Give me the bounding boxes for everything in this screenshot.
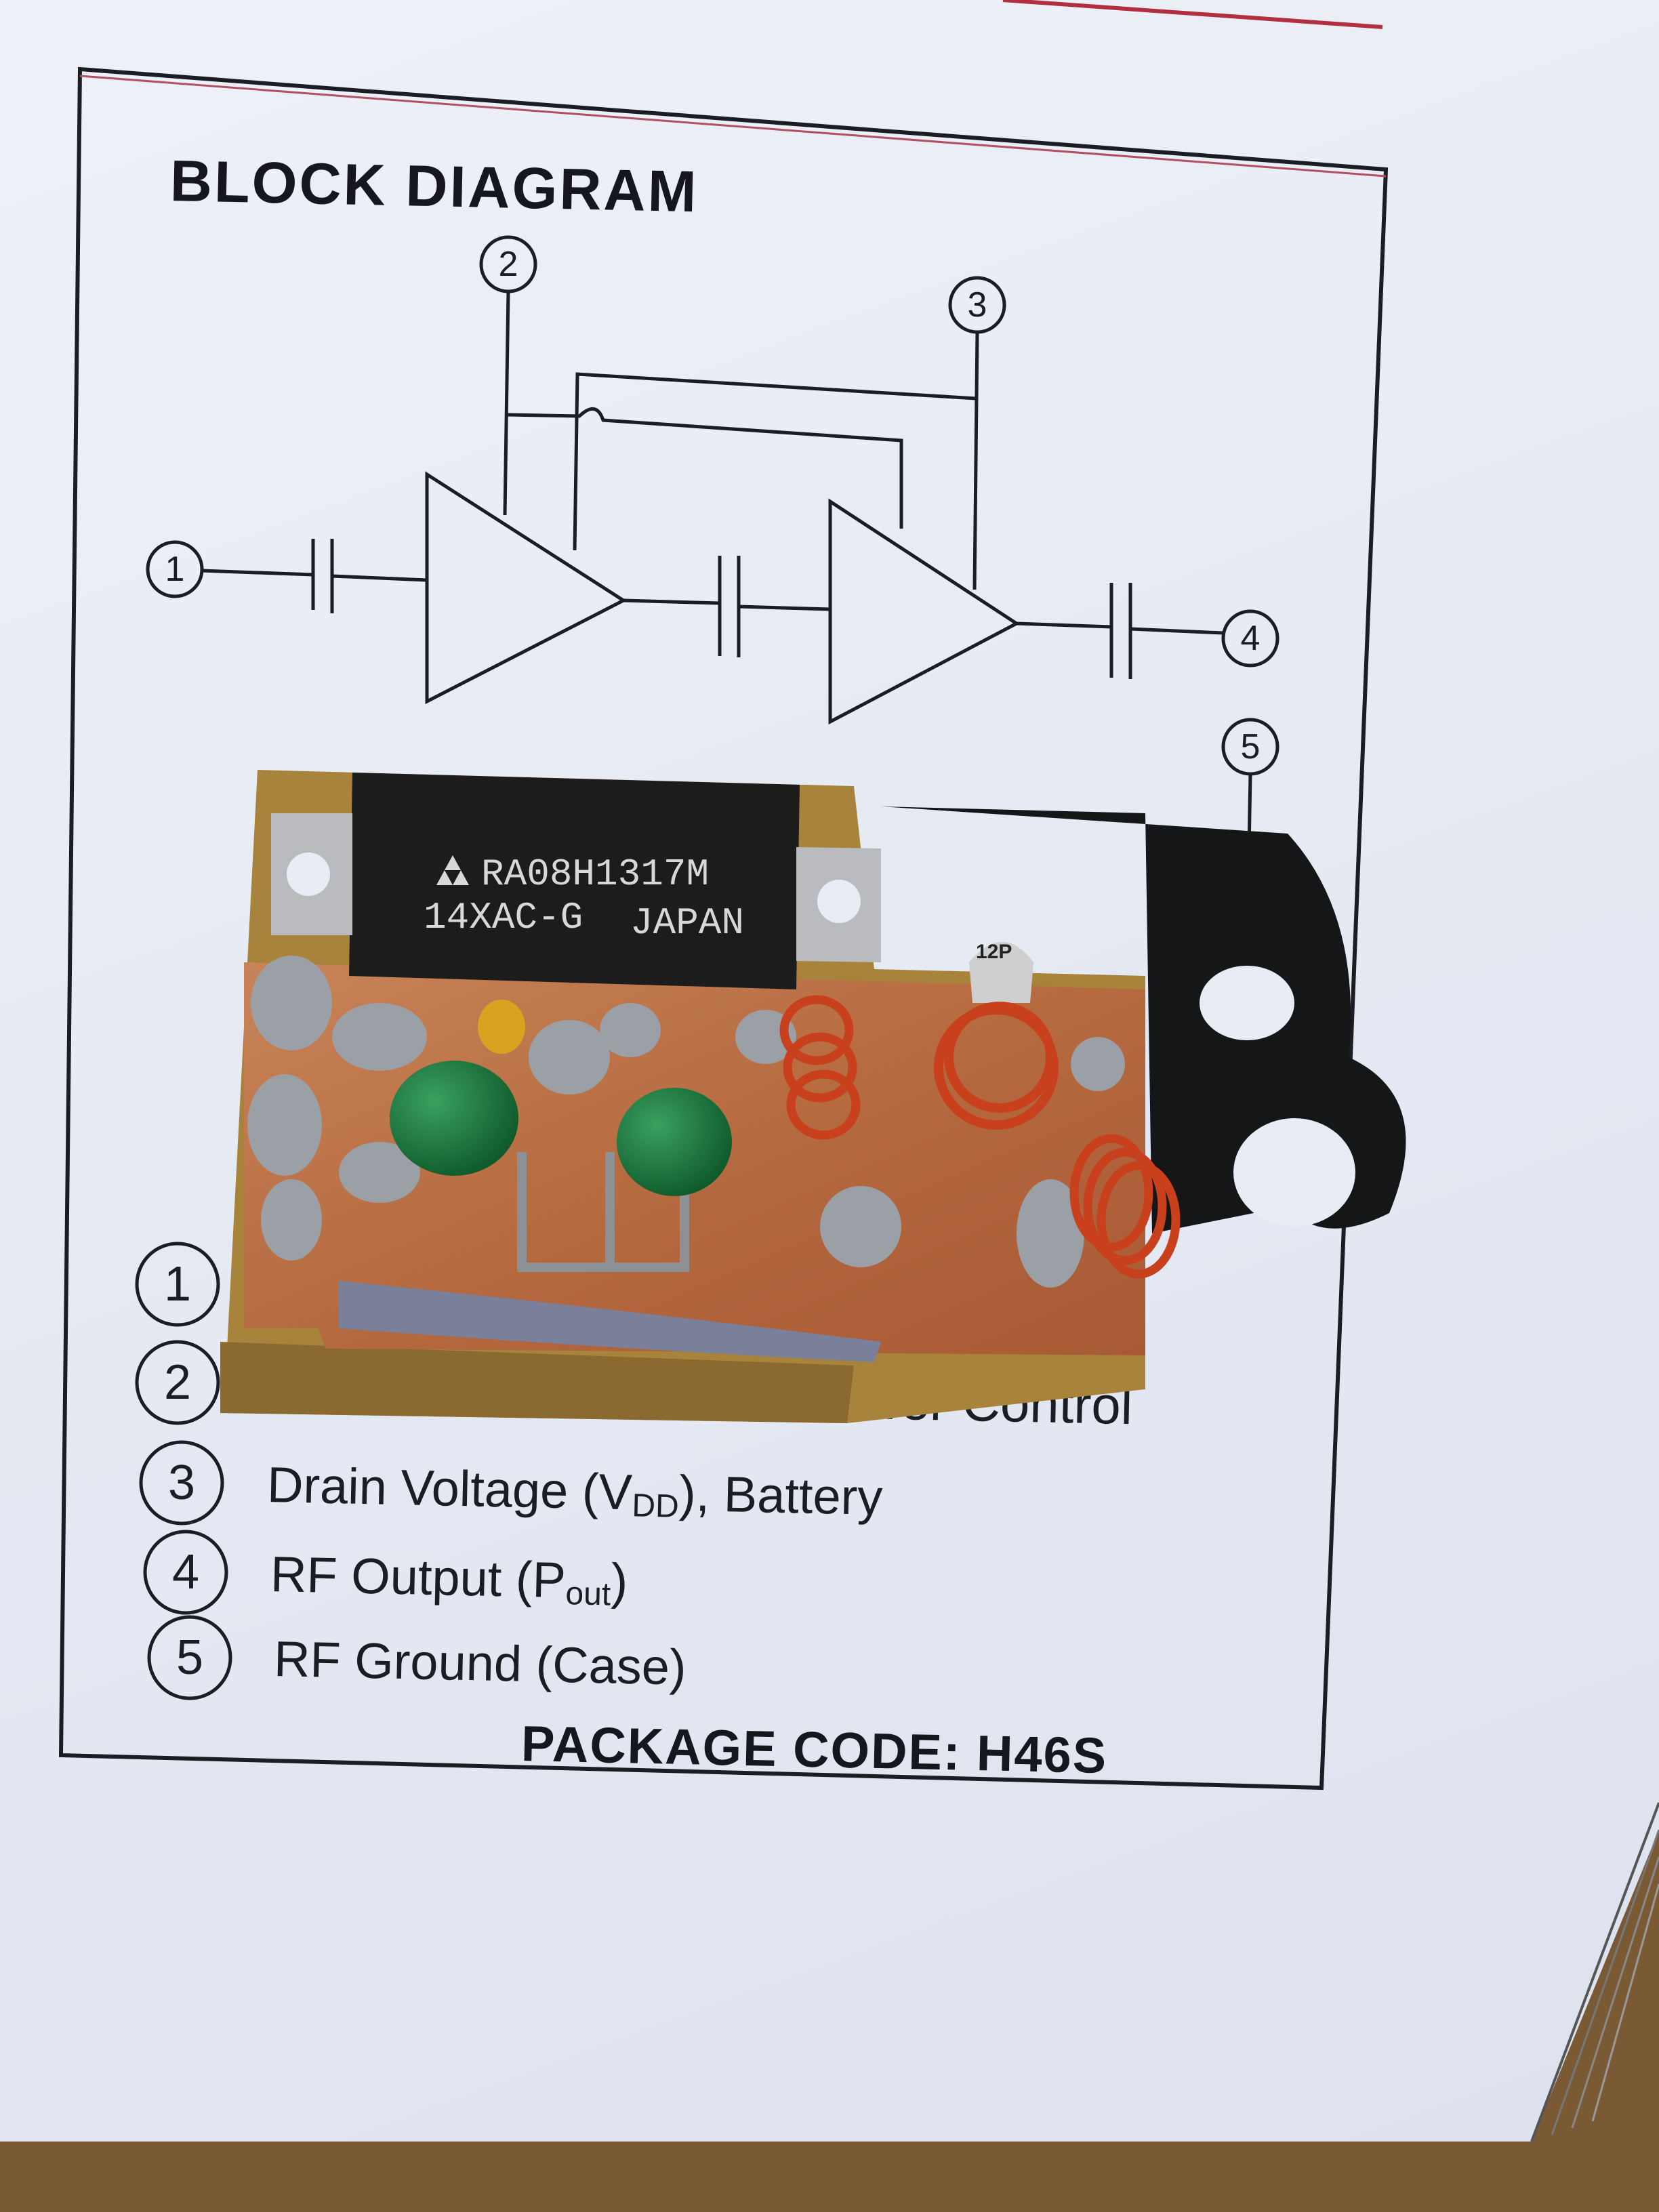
- legend-pin-1-circle: [135, 1242, 220, 1327]
- wire: [573, 372, 977, 551]
- wire: [506, 407, 903, 529]
- pin-1-circle: [146, 540, 204, 598]
- module-lot-code: 14XAC-G: [424, 896, 583, 939]
- wire: [738, 605, 831, 611]
- wire: [201, 569, 314, 577]
- legend-pin-4-circle: [143, 1530, 228, 1615]
- pin-3-number: 3: [967, 285, 987, 325]
- ground-symbol: [1209, 886, 1288, 893]
- wire: [331, 574, 428, 582]
- legend-number-2: 2: [163, 1355, 192, 1410]
- module-origin: JAPAN: [630, 901, 745, 945]
- capacitor-symbol: [1109, 583, 1132, 679]
- legend-pin-3-text: Drain Voltage (VDD), Battery: [266, 1456, 884, 1526]
- wire: [972, 331, 979, 590]
- legend-pin-5-text: RF Ground (Case): [273, 1630, 687, 1696]
- pin-2-number: 2: [498, 245, 518, 284]
- amplifier-stage-2: [828, 498, 1020, 725]
- wire: [1130, 627, 1224, 635]
- capacitor-symbol: [718, 556, 741, 657]
- legend-number-3: 3: [167, 1456, 196, 1510]
- ground-hatch: [1208, 890, 1283, 917]
- wire: [503, 291, 510, 516]
- pin-1-number: 1: [165, 550, 185, 589]
- wire: [1016, 621, 1112, 629]
- pin-5-number: 5: [1240, 727, 1261, 766]
- legend-pin-5-circle: [147, 1615, 232, 1700]
- package-code: PACKAGE CODE: H46S: [520, 1715, 1109, 1784]
- legend-pin-3-circle: [139, 1440, 224, 1525]
- legend-number-1: 1: [163, 1257, 192, 1311]
- amplifier-stage-1: [425, 471, 628, 705]
- legend-number-5: 5: [176, 1631, 204, 1685]
- legend-pin-2-partial-text: ower Control: [832, 1369, 1134, 1436]
- header-rule: [1002, 0, 1383, 29]
- legend-number-4: 4: [171, 1545, 200, 1599]
- diagram-title: BLOCK DIAGRAM: [169, 148, 699, 225]
- wire: [623, 598, 720, 605]
- legend-pin-2-circle: [135, 1340, 220, 1425]
- wire: [1246, 773, 1252, 888]
- capacitor-symbol: [311, 539, 334, 613]
- pin-4-number: 4: [1240, 619, 1261, 658]
- pin-4-circle: [1221, 609, 1279, 668]
- legend-pin-4-text: RF Output (Pout): [270, 1545, 629, 1613]
- capacitor-marking: 12P: [976, 941, 1012, 963]
- figure-frame: [58, 66, 1389, 1790]
- module-part-number: RA08H1317M: [481, 853, 710, 896]
